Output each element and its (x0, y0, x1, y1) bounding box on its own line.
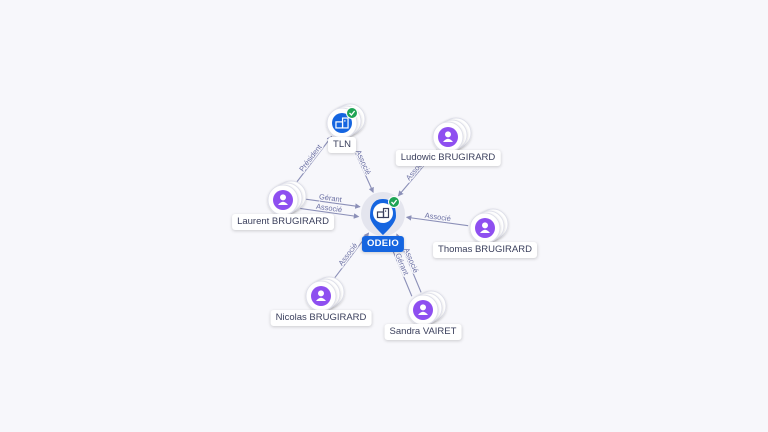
person-icon (311, 286, 331, 306)
edge-line (405, 215, 469, 227)
node-label-thomas[interactable]: Thomas BRUGIRARD (433, 242, 537, 258)
edge-laurent-center-3: Gérant (300, 191, 361, 209)
node-laurent[interactable] (267, 180, 307, 216)
node-label-ludowic[interactable]: Ludowic BRUGIRARD (395, 150, 501, 166)
edge-label: Associé (336, 241, 359, 267)
edge-line (292, 135, 333, 187)
edge-laurent-center-4: Associé (298, 200, 360, 219)
person-icon (438, 127, 458, 147)
edge-label: Associé (354, 148, 373, 176)
node-label-laurent[interactable]: Laurent BRUGIRARD (232, 214, 334, 230)
nodes-layer (267, 103, 509, 326)
building-icon (335, 117, 349, 129)
node-nicolas[interactable] (305, 276, 345, 312)
center-node-label[interactable]: ODEIO (361, 236, 405, 252)
node-label-nicolas[interactable]: Nicolas BRUGIRARD (270, 310, 372, 326)
node-label-tln[interactable]: TLN (328, 137, 356, 153)
person-icon (273, 190, 293, 210)
node-ludowic[interactable] (432, 117, 472, 153)
node-tln[interactable] (326, 103, 366, 139)
node-thomas[interactable] (469, 208, 509, 244)
edge-thomas-center-5: Associé (405, 210, 469, 227)
node-label-sandra[interactable]: Sandra VAIRET (384, 324, 462, 340)
edge-line (298, 207, 360, 219)
company-badge (332, 113, 352, 133)
person-icon (413, 300, 433, 320)
edge-laurent-tln-0: Président (292, 135, 333, 187)
node-center[interactable] (361, 192, 405, 236)
edge-label: Président (297, 142, 324, 173)
node-sandra[interactable] (407, 290, 447, 326)
building-icon (376, 207, 390, 219)
verified-check-icon (346, 107, 358, 119)
verified-check-icon (388, 196, 400, 208)
edge-line (300, 197, 361, 209)
person-icon (475, 218, 495, 238)
edge-label: Associé (424, 211, 451, 223)
